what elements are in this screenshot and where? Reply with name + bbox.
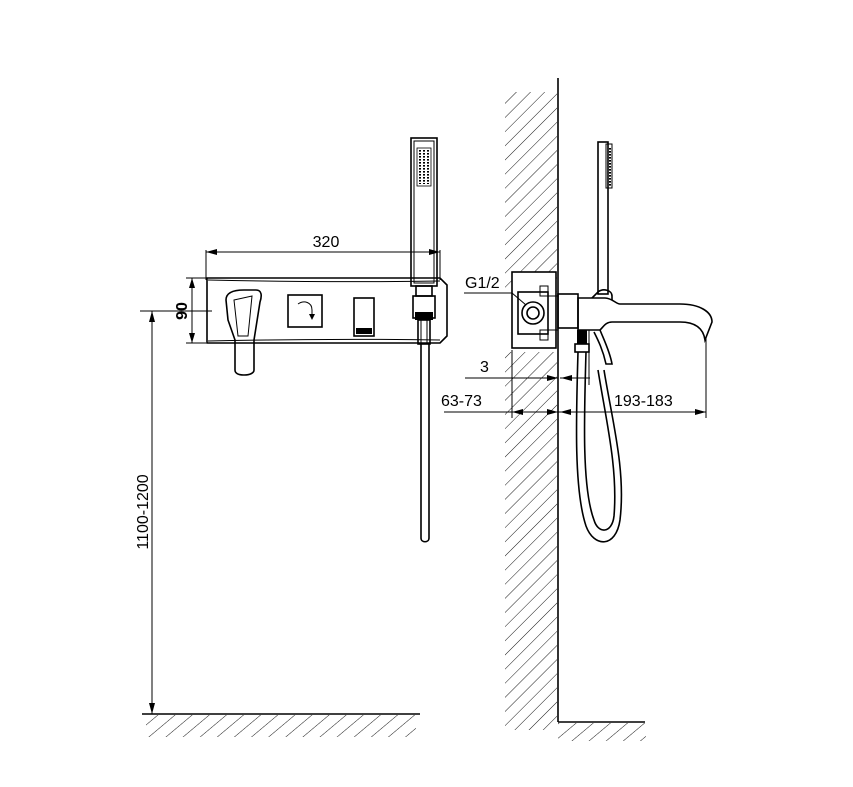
spout-assembly	[557, 141, 713, 543]
shower-nozzles	[416, 147, 432, 187]
front-view: 1100-1200 90 320	[135, 137, 448, 737]
cover-plate	[206, 277, 448, 344]
height-dimension: 1100-1200	[135, 310, 212, 714]
side-view: G1/2	[441, 78, 713, 741]
floor-left	[142, 713, 420, 737]
width-dimension: 320	[205, 234, 441, 280]
gap-label: 3	[480, 359, 489, 376]
spout-reach-label: 193-183	[614, 393, 673, 410]
depth-dimension: 90	[174, 277, 206, 344]
wall	[505, 78, 646, 741]
spout-reach-dimension: 193-183	[558, 338, 707, 418]
mixing-body	[511, 271, 559, 349]
outlet-slot	[353, 297, 375, 337]
thread-label: G1/2	[465, 275, 500, 292]
lever-handle	[225, 289, 262, 376]
wall-depth-dimension: 63-73	[441, 350, 558, 418]
height-label: 1100-1200	[135, 474, 152, 549]
thread-callout: G1/2	[464, 275, 527, 306]
hand-shower	[410, 137, 438, 543]
diverter-knob	[287, 294, 323, 328]
width-label: 320	[313, 234, 340, 251]
depth-label: 90	[174, 302, 191, 320]
wall-depth-label: 63-73	[441, 393, 482, 410]
